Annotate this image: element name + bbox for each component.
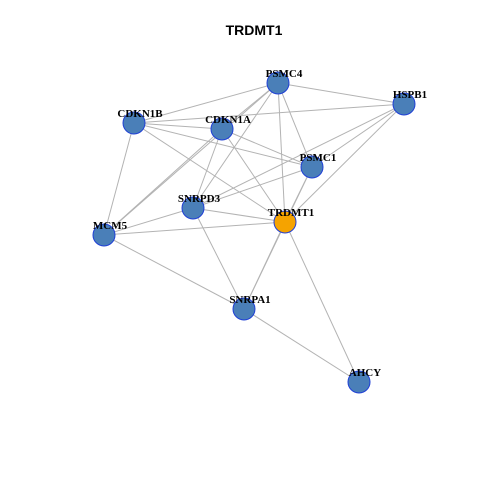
node-circle-psmc4 bbox=[266, 71, 290, 95]
node-cdkn1a: CDKN1A bbox=[205, 114, 251, 141]
node-psmc4: PSMC4 bbox=[266, 68, 303, 95]
edge-hspb1-cdkn1b bbox=[133, 103, 405, 124]
edge-hspb1-psmc1 bbox=[311, 103, 405, 168]
node-circle-cdkn1a bbox=[210, 117, 234, 141]
node-psmc1: PSMC1 bbox=[300, 152, 337, 179]
node-circle-snrpa1 bbox=[232, 297, 256, 321]
node-label-cdkn1a: CDKN1A bbox=[205, 114, 251, 126]
edge-snrpd3-mcm5 bbox=[103, 207, 194, 236]
node-circle-snrpd3 bbox=[181, 196, 205, 220]
node-label-psmc1: PSMC1 bbox=[300, 152, 337, 164]
node-hspb1: HSPB1 bbox=[392, 89, 427, 116]
edge-psmc4-psmc1 bbox=[277, 82, 313, 168]
diagram-title: TRDMT1 bbox=[226, 22, 283, 38]
edge-trdmt1-mcm5 bbox=[103, 221, 286, 236]
edge-cdkn1b-psmc1 bbox=[133, 122, 313, 168]
edge-layer bbox=[103, 82, 405, 383]
node-label-snrpa1: SNRPA1 bbox=[229, 294, 270, 306]
edge-psmc4-mcm5 bbox=[103, 82, 279, 236]
edge-trdmt1-ahcy bbox=[284, 221, 360, 383]
edge-cdkn1b-mcm5 bbox=[103, 122, 135, 236]
edge-cdkn1a-trdmt1 bbox=[221, 128, 286, 223]
node-ahcy: AHCY bbox=[347, 367, 381, 394]
node-label-cdkn1b: CDKN1B bbox=[117, 108, 163, 120]
node-circle-hspb1 bbox=[392, 92, 416, 116]
node-label-ahcy: AHCY bbox=[349, 367, 381, 379]
edge-psmc4-hspb1 bbox=[277, 82, 405, 105]
node-label-trdmt1: TRDMT1 bbox=[268, 207, 314, 219]
node-circle-psmc1 bbox=[300, 155, 324, 179]
edge-cdkn1a-snrpd3 bbox=[192, 128, 223, 209]
edge-cdkn1b-trdmt1 bbox=[133, 122, 286, 223]
edge-snrpd3-snrpa1 bbox=[192, 207, 245, 310]
edge-psmc1-snrpd3 bbox=[192, 166, 313, 209]
edge-trdmt1-snrpa1 bbox=[243, 221, 286, 310]
node-label-mcm5: MCM5 bbox=[93, 220, 128, 232]
node-circle-mcm5 bbox=[92, 223, 116, 247]
node-label-psmc4: PSMC4 bbox=[266, 68, 303, 80]
node-mcm5: MCM5 bbox=[92, 220, 128, 247]
node-circle-cdkn1b bbox=[122, 111, 146, 135]
node-snrpd3: SNRPD3 bbox=[178, 193, 221, 220]
edge-hspb1-trdmt1 bbox=[284, 103, 405, 223]
edge-snrpd3-trdmt1 bbox=[192, 207, 286, 223]
edge-cdkn1b-cdkn1a bbox=[133, 122, 223, 130]
edge-psmc4-trdmt1 bbox=[277, 82, 286, 223]
edge-psmc4-cdkn1b bbox=[133, 82, 279, 124]
edge-cdkn1a-mcm5 bbox=[103, 128, 223, 236]
edge-cdkn1a-psmc1 bbox=[221, 128, 313, 168]
edge-snrpa1-ahcy bbox=[243, 308, 360, 383]
edge-mcm5-snrpa1 bbox=[103, 234, 245, 310]
node-label-hspb1: HSPB1 bbox=[393, 89, 427, 101]
edge-hspb1-snrpd3 bbox=[192, 103, 405, 209]
edge-psmc4-snrpd3 bbox=[192, 82, 279, 209]
node-trdmt1: TRDMT1 bbox=[268, 207, 314, 234]
node-circle-trdmt1 bbox=[273, 210, 297, 234]
node-label-snrpd3: SNRPD3 bbox=[178, 193, 221, 205]
node-cdkn1b: CDKN1B bbox=[117, 108, 163, 135]
node-snrpa1: SNRPA1 bbox=[229, 294, 271, 321]
node-circle-ahcy bbox=[347, 370, 371, 394]
